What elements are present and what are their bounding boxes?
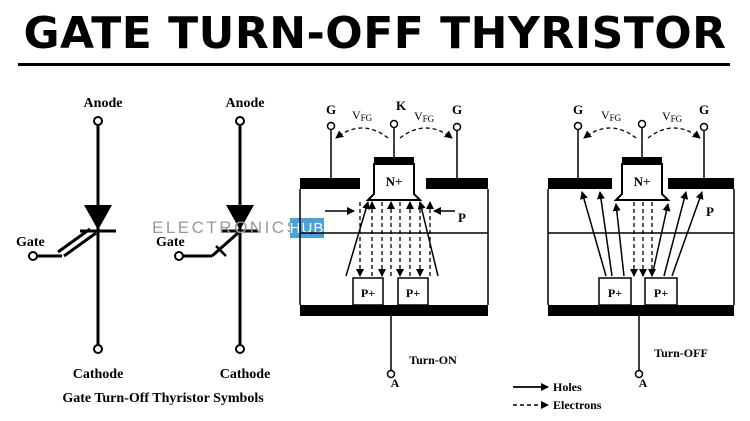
- vfg-left-on: VFG: [352, 108, 373, 123]
- p-plus-left-off: [598, 277, 632, 306]
- n-plus-label-off: N+: [634, 174, 651, 189]
- gate-metal-right-off: [668, 178, 734, 189]
- anode-label-off: A: [639, 376, 648, 390]
- cathode-label-1: Cathode: [73, 367, 124, 382]
- legend-electrons-label: Electrons: [553, 398, 602, 412]
- p-plus-left-label-off: P+: [608, 286, 622, 300]
- p-label-on: P: [458, 210, 466, 225]
- gate-metal-right-on: [426, 178, 488, 189]
- gate-tick-2: [215, 245, 227, 257]
- carrier-arrows-off: [580, 191, 704, 277]
- p-plus-right-off: [644, 277, 678, 306]
- gto-symbol-2: Anode Gate Cathode: [156, 96, 270, 382]
- anode-label-on: A: [391, 376, 400, 390]
- n-plus-region-on: [365, 163, 423, 201]
- vfg-left-v-off: V: [601, 108, 610, 122]
- gate-terminal-left-on: [326, 121, 336, 131]
- diode-triangle-2: [226, 205, 254, 230]
- turn-on-structure: N+ P P+ P+ G K G A Turn-ON VFG VFG: [299, 98, 489, 390]
- vfg-arc-right-on: [399, 127, 453, 139]
- gate-label-1: Gate: [16, 235, 45, 250]
- vfg-arc-left-off: [583, 127, 637, 139]
- gate-right-label-off: G: [699, 102, 709, 117]
- anode-metal-off: [548, 305, 734, 316]
- symbols-caption: Gate Turn-Off Thyristor Symbols: [62, 391, 264, 406]
- gate-terminal-2: [174, 251, 184, 261]
- anode-terminal-1: [93, 116, 103, 126]
- p-plus-left-on: [352, 277, 384, 306]
- vfg-left-v-on: V: [352, 108, 361, 122]
- diode-triangle-1: [84, 205, 112, 230]
- gate-label-2: Gate: [156, 235, 185, 250]
- gate-left-label-on: G: [326, 102, 336, 117]
- legend: Holes Electrons: [513, 380, 602, 412]
- vfg-right-off: VFG: [662, 109, 683, 124]
- vfg-right-sub-on: FG: [423, 114, 435, 124]
- gate-line-1b: [57, 227, 91, 254]
- hole-fan-1-off: [580, 191, 607, 277]
- vfg-left-sub-off: FG: [610, 113, 622, 123]
- anode-label-2: Anode: [226, 96, 265, 111]
- hole-fan-4-off: [651, 203, 671, 277]
- gate-terminal-right-off: [699, 122, 709, 132]
- anode-terminal-on: [386, 369, 396, 379]
- gate-metal-left-off: [548, 178, 612, 189]
- turn-on-caption: Turn-ON: [409, 353, 457, 367]
- anode-label-1: Anode: [84, 96, 123, 111]
- watermark-left: ELECTRONICS: [152, 218, 300, 237]
- turn-off-structure: N+ P P+ P+ G G A Turn-OFF VFG VFG: [547, 102, 735, 390]
- vfg-arc-right-off: [647, 127, 701, 139]
- cathode-metal-on: [374, 157, 414, 164]
- gate-left-label-off: G: [573, 102, 583, 117]
- cathode-label-on: K: [396, 98, 407, 113]
- cathode-terminal-2: [235, 344, 245, 354]
- p-plus-left-label-on: P+: [361, 286, 375, 300]
- p-plus-right-on: [397, 277, 429, 306]
- legend-holes-label: Holes: [553, 380, 582, 394]
- hole-fan-2-off: [597, 191, 613, 277]
- hole-fan-6-off: [671, 191, 704, 277]
- vfg-left-sub-on: FG: [361, 113, 373, 123]
- hole-fan-3-off: [612, 203, 625, 277]
- p-plus-right-label-on: P+: [406, 286, 420, 300]
- vfg-right-on: VFG: [414, 109, 435, 124]
- title-underline: [18, 63, 730, 66]
- gate-terminal-right-on: [452, 122, 462, 132]
- vfg-arc-left-on: [335, 127, 389, 139]
- gate-line-2: [211, 231, 239, 258]
- gate-line-1a: [63, 231, 97, 258]
- gate-right-label-on: G: [452, 102, 462, 117]
- n-plus-label-on: N+: [386, 174, 403, 189]
- gto-symbol-1: Anode Gate Cathode: [16, 96, 123, 382]
- vfg-right-v-off: V: [662, 109, 671, 123]
- carrier-arrows-on: [325, 201, 455, 277]
- hole-diag-left-on: [345, 201, 370, 277]
- p-plus-right-label-off: P+: [654, 286, 668, 300]
- cathode-metal-off: [622, 157, 662, 164]
- vfg-right-sub-off: FG: [671, 114, 683, 124]
- turn-off-caption: Turn-OFF: [654, 346, 708, 360]
- gate-terminal-left-off: [573, 121, 583, 131]
- anode-terminal-2: [235, 116, 245, 126]
- watermark: ELECTRONICS HUB: [152, 218, 324, 238]
- anode-metal-on: [300, 305, 488, 316]
- p-label-off: P: [706, 204, 714, 219]
- gate-terminal-1: [28, 251, 38, 261]
- vfg-right-v-on: V: [414, 109, 423, 123]
- hole-fan-5-off: [663, 191, 689, 277]
- cathode-terminal-off: [637, 119, 647, 129]
- hole-diag-right-on: [417, 201, 439, 277]
- n-plus-region-off: [613, 163, 671, 201]
- cathode-terminal-1: [93, 344, 103, 354]
- anode-terminal-off: [634, 369, 644, 379]
- gate-metal-left-on: [300, 178, 360, 189]
- cathode-label-2: Cathode: [220, 367, 271, 382]
- cathode-terminal-on: [389, 119, 399, 129]
- watermark-right: HUB: [290, 220, 325, 237]
- vfg-left-off: VFG: [601, 108, 622, 123]
- page-title: GATE TURN-OFF THYRISTOR: [23, 8, 727, 59]
